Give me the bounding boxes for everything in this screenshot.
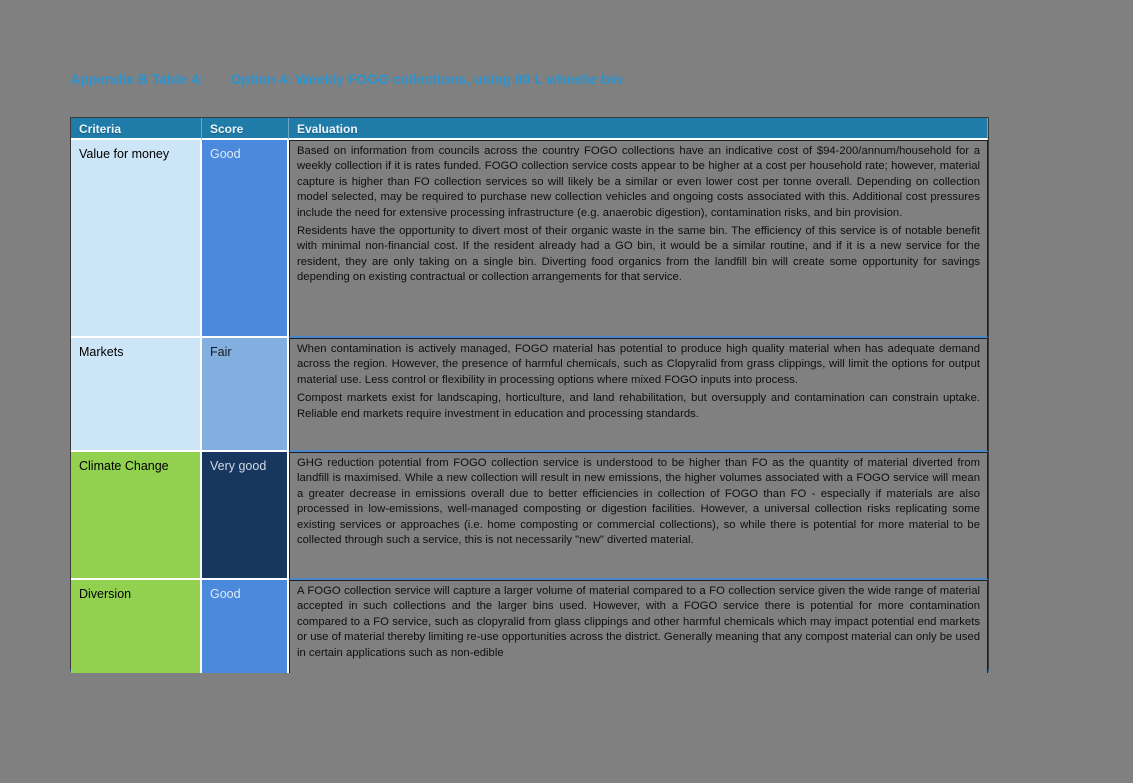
evaluation-paragraph: GHG reduction potential from FOGO collec… xyxy=(297,457,980,547)
column-header-criteria: Criteria xyxy=(71,118,202,140)
table-caption-text: Option 4: Weekly FOGO collections, using… xyxy=(230,71,623,87)
evaluation-paragraph: Residents have the opportunity to divert… xyxy=(297,225,980,284)
criteria-cell-markets: Markets xyxy=(71,338,202,452)
column-header-score: Score xyxy=(202,118,289,140)
table-caption-number: Appendix B Table 4: xyxy=(70,71,204,87)
evaluation-paragraph: Based on information from councils acros… xyxy=(297,145,980,219)
criteria-cell-climate-change: Climate Change xyxy=(71,452,202,580)
evaluation-cell-climate-change: GHG reduction potential from FOGO collec… xyxy=(289,452,988,580)
evaluation-cell-markets: When contamination is actively managed, … xyxy=(289,338,988,452)
evaluation-paragraph: A FOGO collection service will capture a… xyxy=(297,585,980,659)
document-title: Appendix B Table 4: Option 4: Weekly FOG… xyxy=(70,71,622,87)
evaluation-paragraph: When contamination is actively managed, … xyxy=(297,343,980,386)
score-cell-value-for-money: Good xyxy=(202,140,289,338)
evaluation-table: Criteria Score Evaluation Value for mone… xyxy=(70,117,989,673)
score-cell-markets: Fair xyxy=(202,338,289,452)
score-cell-climate-change: Very good xyxy=(202,452,289,580)
criteria-cell-diversion: Diversion xyxy=(71,580,202,673)
evaluation-paragraph: Compost markets exist for landscaping, h… xyxy=(297,392,980,420)
evaluation-cell-diversion: A FOGO collection service will capture a… xyxy=(289,580,988,673)
evaluation-cell-value-for-money: Based on information from councils acros… xyxy=(289,140,988,338)
score-cell-diversion: Good xyxy=(202,580,289,673)
criteria-cell-value-for-money: Value for money xyxy=(71,140,202,338)
column-header-evaluation: Evaluation xyxy=(289,118,988,140)
title-tab-space xyxy=(204,71,231,87)
